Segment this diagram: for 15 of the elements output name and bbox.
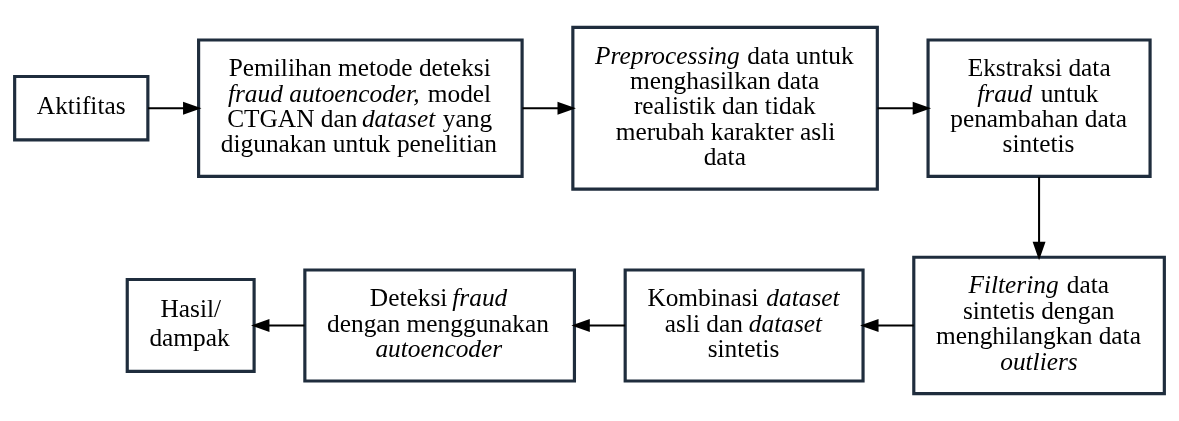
node-box: Ekstraksi data fraud untuk penambahan data sintetis (926, 38, 1152, 178)
arrow (1032, 176, 1046, 261)
node-box: Filtering data sintetis dengan menghilangkan data outliers (912, 255, 1166, 396)
node-box: Aktifitas (13, 74, 150, 142)
node-box: Preprocessing data untuk menghasilkan data realistik dan tidak merubah karakter asli data (571, 25, 879, 191)
arrow (251, 319, 305, 332)
node-box: Deteksi fraud dengan menggunakan autoencoder (303, 268, 577, 383)
node-box: Hasil/ dampak (125, 277, 256, 374)
node-box: Pemilihan metode deteksi fraud autoencoder, model CTGAN dan dataset yang digunakan untuk penelitian (197, 38, 524, 178)
node-box: Kombinasi dataset asli dan dataset sintetis (623, 268, 865, 383)
arrow (877, 101, 932, 115)
arrow (571, 319, 626, 332)
arrow (860, 319, 914, 332)
arrow (522, 101, 576, 115)
arrow (148, 101, 202, 115)
